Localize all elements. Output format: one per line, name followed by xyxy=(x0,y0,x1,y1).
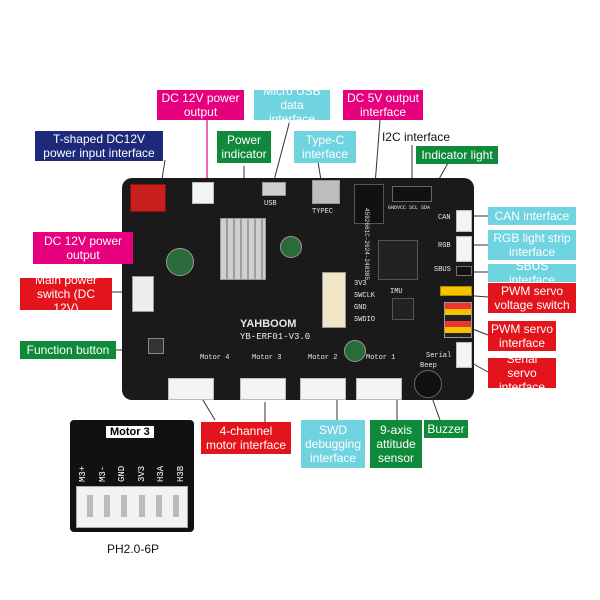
controller-board: GNDVCC SCL SDA TYPEC USB 3V3 SWCLK GND S… xyxy=(122,178,474,400)
motor-label-2: Motor 2 xyxy=(308,354,338,362)
serial-servo-connector xyxy=(456,342,472,368)
callout-main-power-switch: Main power switch (DC 12V) xyxy=(20,273,112,315)
swd-pin-swdio: SWDIO xyxy=(354,316,376,324)
callout-dc5v-output: DC 5V output interface xyxy=(343,90,423,120)
connector-type-label: PH2.0-6P xyxy=(106,542,160,556)
motor3-zoom-pins: M3+ M3- GND 3V3 H3A H3B xyxy=(78,442,186,482)
callout-pwm-servo: PWM servo interface xyxy=(488,321,556,351)
side-label-serial: Serial xyxy=(426,352,452,360)
motor3-zoom-title: Motor 3 xyxy=(106,426,154,438)
motor-label-4: Motor 4 xyxy=(200,354,230,362)
callout-power-indicator: Power indicator xyxy=(217,131,271,163)
imu-chip xyxy=(392,298,414,320)
capacitor-left xyxy=(166,248,194,276)
micro-usb-port xyxy=(262,182,286,196)
side-label-rgb: RGB xyxy=(438,242,451,250)
imu-silk: IMU xyxy=(390,288,403,296)
callout-can: CAN interface xyxy=(488,207,576,225)
callout-sbus: SBUS interface xyxy=(488,259,576,287)
heatsink xyxy=(220,218,266,280)
motor-4-connector xyxy=(168,378,214,400)
callout-typec: Type-C interface xyxy=(294,131,356,163)
side-label-can: CAN xyxy=(438,214,451,222)
callout-dc12v-output-left: DC 12V power output xyxy=(33,232,133,264)
swd-pin-swclk: SWCLK xyxy=(354,292,376,300)
callout-motor-interface: 4-channel motor interface xyxy=(201,422,291,454)
function-button[interactable] xyxy=(148,338,164,354)
motor-3-connector xyxy=(240,378,286,400)
capacitor-right xyxy=(344,340,366,362)
usb-silk: USB xyxy=(264,200,277,208)
callout-swd: SWD debugging interface xyxy=(301,420,365,468)
typec-silk: TYPEC xyxy=(312,208,334,216)
i2c-silk: GNDVCC SCL SDA xyxy=(388,205,431,211)
motor-2-connector xyxy=(300,378,346,400)
typec-port xyxy=(312,180,340,204)
callout-pwm-voltage-switch: PWM servo voltage switch xyxy=(488,283,576,313)
callout-buzzer: Buzzer xyxy=(424,420,468,438)
swd-pin-3v3: 3V3 xyxy=(354,280,367,288)
capacitor-mid xyxy=(280,236,302,258)
swd-pin-gnd: GND xyxy=(354,304,367,312)
callout-rgb: RGB light strip interface xyxy=(488,230,576,260)
callout-tshaped-dc12v: T-shaped DC12V power input interface xyxy=(35,131,163,161)
zoom-pin-5: H3A xyxy=(156,465,167,482)
callout-imu: 9-axis attitude sensor xyxy=(370,420,422,468)
mcu-chip xyxy=(378,240,418,280)
callout-serial-servo: Serial servo interface xyxy=(488,352,556,394)
t-shaped-dc-connector xyxy=(130,184,166,212)
sbus-header xyxy=(456,266,472,276)
i2c-header xyxy=(392,186,432,202)
callout-micro-usb: Micro USB data interface xyxy=(254,84,330,126)
can-connector xyxy=(456,210,472,232)
zoom-pin-1: M3+ xyxy=(78,465,88,482)
side-label-sbus: SBUS xyxy=(434,266,451,274)
motor3-zoom-box: Motor 3 M3+ M3- GND 3V3 H3A H3B xyxy=(70,420,194,532)
callout-indicator-light: Indicator light xyxy=(416,146,498,164)
beep-silk: Beep xyxy=(420,362,437,370)
motor-label-3: Motor 3 xyxy=(252,354,282,362)
zoom-pin-4: 3V3 xyxy=(136,465,147,482)
callout-function-button: Function button xyxy=(20,341,116,359)
main-power-switch[interactable] xyxy=(132,276,154,312)
pwm-servo-header xyxy=(444,302,472,338)
board-model: YB-ERF01-V3.0 xyxy=(240,332,311,342)
zoom-pin-3: GND xyxy=(117,465,128,482)
rgb-connector xyxy=(456,236,472,262)
dc12v-top-connector xyxy=(192,182,214,204)
dc5v-jack xyxy=(354,184,384,224)
motor-label-1: Motor 1 xyxy=(366,354,396,362)
pwm-voltage-jumper xyxy=(440,286,472,296)
zoom-pin-6: H3B xyxy=(175,465,186,482)
motor3-zoom-connector xyxy=(76,486,188,528)
callout-dc12v-output-top: DC 12V power output xyxy=(157,90,244,120)
zoom-pin-2: M3- xyxy=(97,465,108,482)
buzzer xyxy=(414,370,442,398)
motor-1-connector xyxy=(356,378,402,400)
brand-logo: YAHBOOM xyxy=(240,318,297,330)
callout-i2c: I2C interface xyxy=(381,130,451,144)
serial-number: 4592661C-2624-240305 xyxy=(363,208,370,281)
swd-connector xyxy=(322,272,346,328)
